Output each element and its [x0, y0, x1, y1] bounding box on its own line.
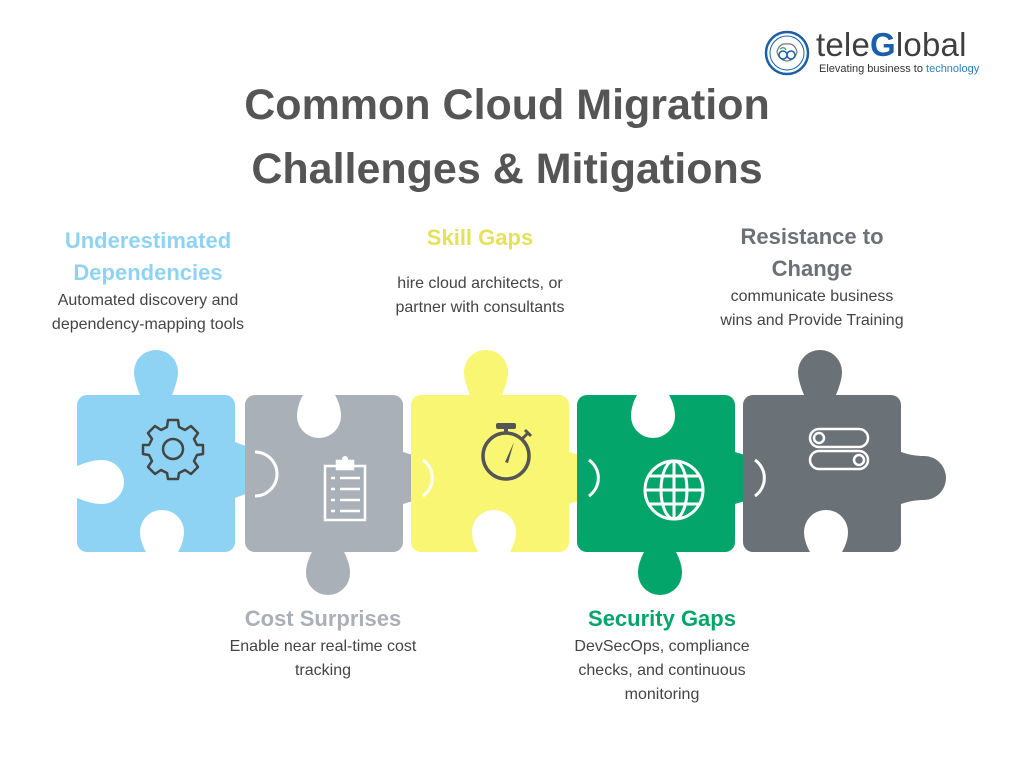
toggle-switches-icon — [808, 427, 870, 471]
brand-logo: teleGlobal Elevating business to technol… — [764, 26, 984, 80]
puzzle-piece-skills — [411, 350, 614, 552]
stopwatch-icon — [481, 423, 533, 481]
challenge-heading: Skill Gaps — [426, 225, 534, 250]
globe-icon — [643, 459, 705, 521]
challenge-heading: Underestimated Dependencies — [64, 228, 232, 285]
clipboard-checklist-icon — [323, 456, 367, 522]
page-title-line-2: Challenges & Mitigations — [251, 145, 763, 193]
challenge-card-skills: Skill Gaps hire cloud architects, or par… — [360, 222, 600, 320]
challenge-heading: Resistance to Change — [740, 224, 884, 281]
challenge-card-security: Security Gaps DevSecOps, compliance chec… — [542, 603, 782, 707]
mitigation-text: Automated discovery and dependency-mappi… — [51, 292, 245, 333]
page-title-line-1: Common Cloud Migration — [244, 81, 770, 129]
challenge-card-dependencies: Underestimated Dependencies Automated di… — [28, 225, 268, 337]
puzzle-piece-security — [577, 395, 780, 595]
mitigation-text: Enable near real-time cost tracking — [229, 638, 417, 679]
brand-tagline: Elevating business to technology — [819, 63, 980, 75]
challenge-card-cost: Cost Surprises Enable near real-time cos… — [203, 603, 443, 683]
mitigation-text: communicate business wins and Provide Tr… — [720, 288, 904, 329]
challenge-card-change: Resistance to Change communicate busines… — [692, 221, 932, 333]
gear-icon — [141, 418, 205, 481]
brand-name: teleGlobal — [816, 26, 967, 63]
puzzle-piece-dependencies — [77, 349, 282, 552]
brand-emblem-icon — [764, 30, 810, 76]
challenge-heading: Cost Surprises — [244, 606, 402, 631]
mitigation-text: DevSecOps, compliance checks, and contin… — [574, 638, 750, 703]
mitigation-text: hire cloud architects, or partner with c… — [395, 275, 565, 316]
puzzle-piece-cost — [245, 395, 448, 595]
challenge-heading: Security Gaps — [588, 606, 736, 631]
